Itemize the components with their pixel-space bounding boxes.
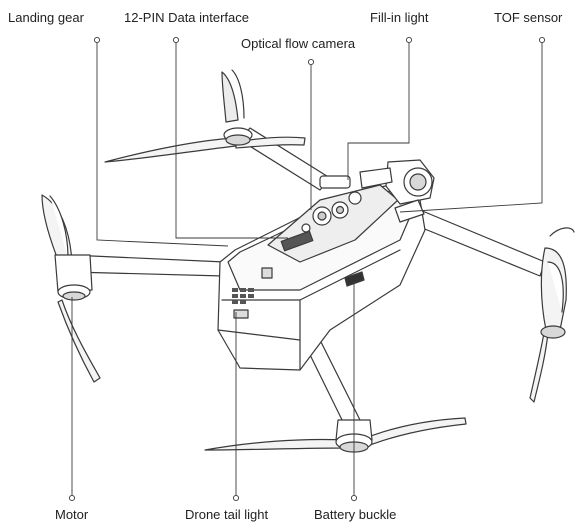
marker-fill-in-light — [405, 36, 413, 44]
marker-landing-gear — [93, 36, 101, 44]
label-fill-in-light: Fill-in light — [370, 10, 429, 25]
label-drone-tail-light: Drone tail light — [185, 507, 269, 522]
rear-left-arm — [104, 69, 331, 191]
front-left-arm — [41, 194, 226, 383]
drone-body — [217, 159, 435, 371]
label-tof-sensor: TOF sensor — [494, 10, 563, 25]
marker-drone-tail-light — [232, 494, 240, 502]
marker-battery-buckle — [350, 494, 358, 502]
label-battery-buckle: Battery buckle — [314, 507, 397, 522]
marker-motor — [68, 494, 76, 502]
leader-data-interface — [175, 42, 288, 239]
leader-lines — [71, 42, 543, 496]
leader-fill-in-light — [347, 42, 410, 180]
front-right-arm — [414, 209, 575, 403]
marker-optical-flow-camera — [307, 58, 315, 66]
label-motor: Motor — [55, 507, 89, 522]
marker-data-interface — [172, 36, 180, 44]
marker-tof-sensor — [538, 36, 546, 44]
label-landing-gear: Landing gear — [8, 10, 84, 25]
label-optical-flow-camera: Optical flow camera — [241, 36, 356, 51]
leader-tof-sensor — [399, 42, 543, 213]
label-data-interface: 12-PIN Data interface — [124, 10, 250, 25]
leader-landing-gear — [96, 42, 229, 247]
